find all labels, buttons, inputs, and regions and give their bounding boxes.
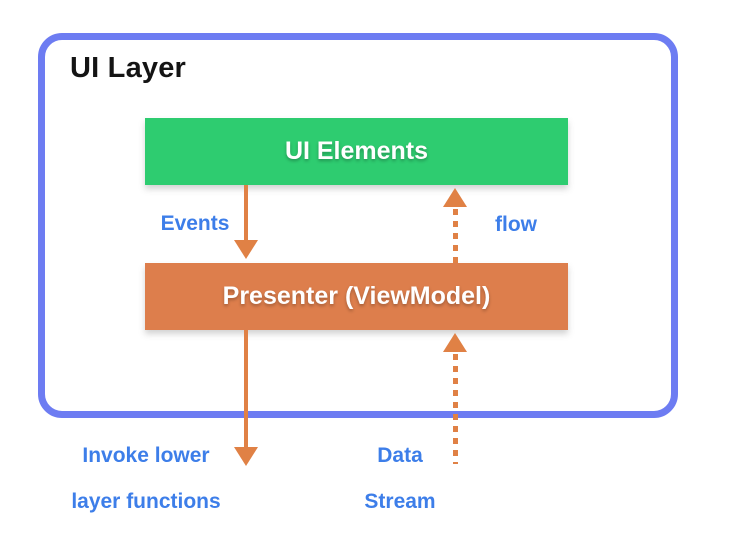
arrow-flow-line	[453, 209, 458, 263]
arrow-events-line	[244, 185, 248, 242]
arrow-data-stream-line	[453, 354, 458, 464]
label-invoke-line2: layer functions	[71, 490, 221, 513]
label-invoke-line1: Invoke lower	[82, 444, 210, 467]
label-events: Events	[160, 212, 230, 235]
diagram-canvas: UI Layer UI Elements Presenter (ViewMode…	[38, 33, 678, 513]
arrow-flow-head-up-icon	[443, 188, 467, 207]
label-data-stream-line2: Stream	[364, 490, 436, 513]
ui-layer-title: UI Layer	[70, 52, 187, 84]
arrow-invoke-head-down-icon	[234, 447, 258, 466]
ui-layer-frame	[38, 33, 678, 418]
arrow-events-head-down-icon	[234, 240, 258, 259]
arrow-data-stream-head-up-icon	[443, 333, 467, 352]
label-data-stream-line1: Data	[377, 444, 423, 467]
label-flow: flow	[495, 213, 537, 236]
box-ui-elements-label: UI Elements	[284, 137, 429, 165]
box-presenter: Presenter (ViewModel)	[145, 263, 568, 330]
box-ui-elements: UI Elements	[145, 118, 568, 185]
label-data-stream: Data Stream	[300, 421, 500, 536]
box-presenter-label: Presenter (ViewModel)	[222, 282, 491, 310]
arrow-invoke-line	[244, 330, 248, 449]
label-invoke-lower-layer: Invoke lower layer functions	[46, 421, 246, 536]
